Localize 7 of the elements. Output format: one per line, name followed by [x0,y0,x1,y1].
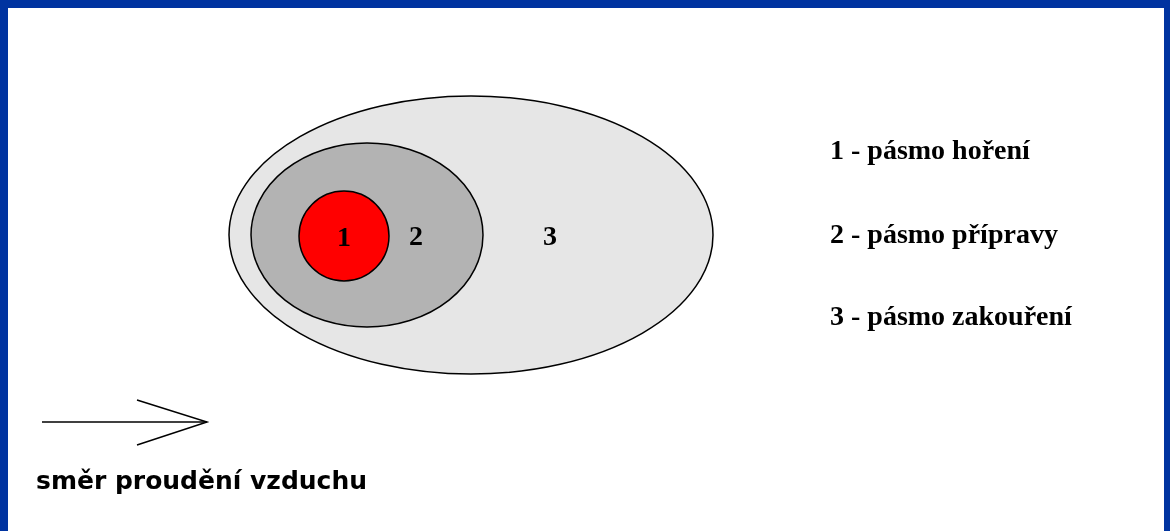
legend-text: 2 - pásmo přípravy [830,220,1058,248]
zone-number: 1 [337,223,351,251]
legend-text: 3 - pásmo zakouření [830,302,1072,330]
legend-text: 1 - pásmo hoření [830,136,1030,164]
arrow-caption: směr proudění vzduchu [36,468,367,493]
zone-number: 2 [409,222,423,250]
zone-number: 3 [543,222,557,250]
